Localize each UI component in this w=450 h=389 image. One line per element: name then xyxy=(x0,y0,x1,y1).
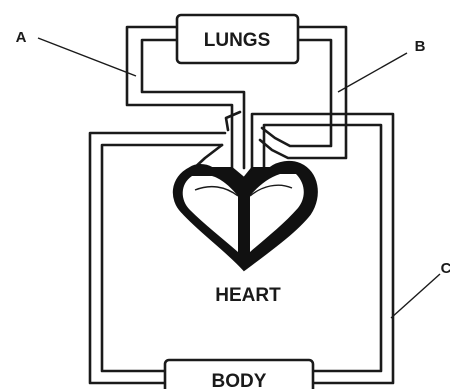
lungs-box: LUNGS xyxy=(177,15,298,63)
pointer-c-label: C xyxy=(441,260,450,277)
pointer-a-label: A xyxy=(16,29,27,46)
pointer-b: B xyxy=(338,38,426,92)
lungs-label: LUNGS xyxy=(204,30,271,51)
pointer-b-label: B xyxy=(415,38,426,55)
body-label: BODY xyxy=(212,371,267,389)
body-box: BODY xyxy=(165,360,313,389)
heart xyxy=(174,162,317,270)
heart-label: HEART xyxy=(215,285,281,306)
pointer-a: A xyxy=(16,29,136,76)
pointer-c: C xyxy=(391,260,450,318)
